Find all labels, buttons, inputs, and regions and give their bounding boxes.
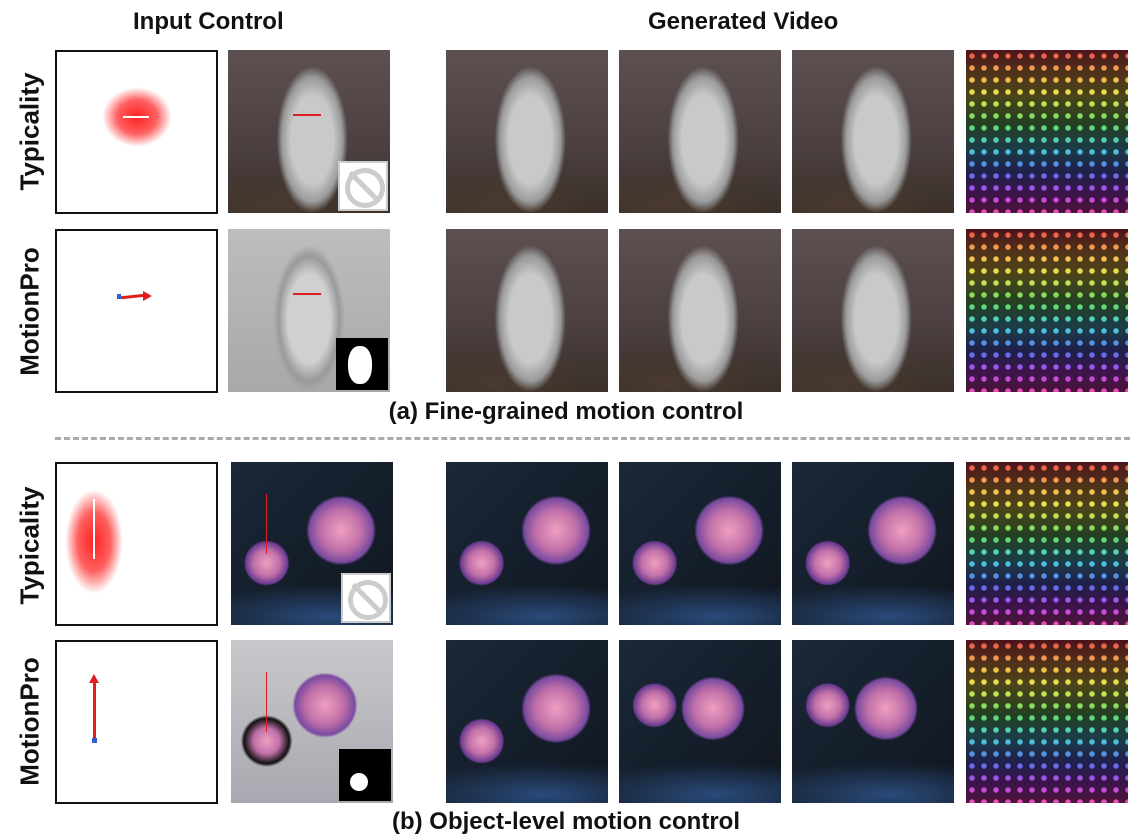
motion-flow-visualization xyxy=(966,462,1128,625)
row-label-motionpro-a: MotionPro xyxy=(14,247,45,376)
video-frame xyxy=(619,640,781,803)
start-point xyxy=(92,738,97,743)
video-frame xyxy=(446,640,608,803)
video-frame xyxy=(446,462,608,625)
row-label-typicality-b: Typicality xyxy=(14,486,45,605)
arrow-icon xyxy=(93,682,96,738)
caption-a: (a) Fine-grained motion control xyxy=(388,398,744,425)
trajectory-line xyxy=(123,116,149,118)
arrow-head xyxy=(89,674,99,683)
video-frame xyxy=(446,50,608,213)
video-frame xyxy=(792,229,954,392)
arrow-icon xyxy=(120,293,146,300)
video-frame xyxy=(619,229,781,392)
arrow-control-b xyxy=(55,640,218,804)
section-divider xyxy=(55,437,1130,440)
motion-flow-visualization xyxy=(966,50,1128,213)
mask-icon xyxy=(336,338,388,390)
mask-icon xyxy=(339,749,391,801)
input-control-heading: Input Control xyxy=(133,8,284,35)
video-frame xyxy=(619,50,781,213)
input-image-typicality-a xyxy=(228,50,390,213)
arrow-control-a xyxy=(55,229,218,393)
trajectory-line xyxy=(93,499,95,559)
arrow-icon xyxy=(293,293,321,295)
no-entry-icon xyxy=(341,573,391,623)
video-frame xyxy=(792,640,954,803)
video-frame xyxy=(792,50,954,213)
arrow-icon xyxy=(266,494,267,554)
row-label-typicality-a: Typicality xyxy=(14,72,45,191)
video-frame xyxy=(619,462,781,625)
generated-video-heading: Generated Video xyxy=(648,8,839,35)
arrow-head xyxy=(143,291,152,301)
video-frame xyxy=(446,229,608,392)
row-label-motionpro-b: MotionPro xyxy=(14,657,45,786)
start-point xyxy=(117,294,121,299)
input-image-typicality-b xyxy=(231,462,393,625)
input-image-motionpro-b xyxy=(231,640,393,803)
video-frame xyxy=(792,462,954,625)
arrow-icon xyxy=(293,114,321,116)
arrow-icon xyxy=(266,672,267,732)
caption-b: (b) Object-level motion control xyxy=(391,808,740,835)
heatmap-control-a xyxy=(55,50,218,214)
no-entry-icon xyxy=(338,161,388,211)
heatmap-control-b xyxy=(55,462,218,626)
motion-flow-visualization xyxy=(966,229,1128,392)
motion-flow-visualization xyxy=(966,640,1128,803)
input-image-motionpro-a xyxy=(228,229,390,392)
